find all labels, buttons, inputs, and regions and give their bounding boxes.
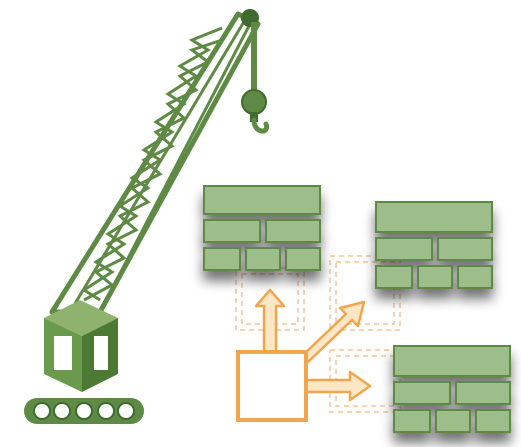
arrow-icon [306,372,370,400]
cab-window-right [94,336,108,370]
cab-window-left [54,336,72,370]
crane-icon [24,9,267,424]
arrow-icon [302,302,364,362]
hook-icon [242,90,267,131]
source-box-icon [238,352,306,420]
brick-stack-icon [376,202,492,288]
brick-stack-icon [394,346,510,432]
brick-stack-icon [204,186,320,270]
arrow-icon [256,290,284,352]
crane-cab [44,300,118,392]
crane-track [24,398,144,424]
